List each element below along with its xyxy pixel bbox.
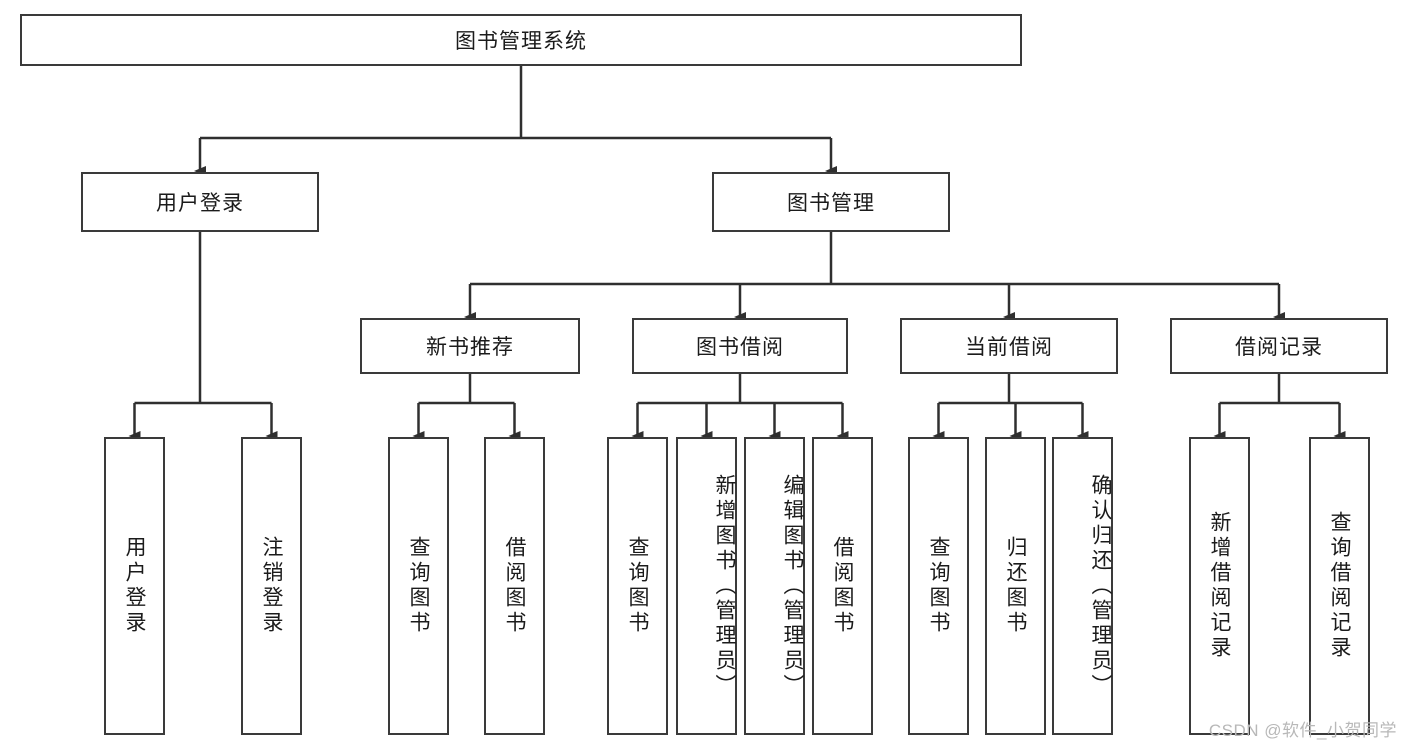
- node-leaf-borrow-add-book[interactable]: 新增图书（管理员）: [676, 437, 737, 735]
- node-label-leaf-borrow-add-book: 新增图书（管理员）: [713, 473, 736, 699]
- node-new-book-rec[interactable]: 新书推荐: [360, 318, 580, 374]
- node-label-leaf-user-logout: 注销登录: [260, 536, 283, 636]
- node-leaf-borrow-borrow-book[interactable]: 借阅图书: [812, 437, 873, 735]
- node-leaf-cur-query-book[interactable]: 查询图书: [908, 437, 969, 735]
- node-label-leaf-cur-return-book: 归还图书: [1004, 536, 1027, 636]
- node-label-leaf-cur-query-book: 查询图书: [927, 536, 950, 636]
- node-label-book-manage: 图书管理: [787, 192, 875, 215]
- node-label-current-borrow: 当前借阅: [965, 336, 1053, 359]
- node-label-new-book-rec: 新书推荐: [426, 336, 514, 359]
- node-label-leaf-rec-add-record: 新增借阅记录: [1208, 511, 1231, 661]
- node-label-leaf-cur-confirm-return: 确认归还（管理员）: [1089, 473, 1112, 699]
- node-label-leaf-borrow-borrow-book: 借阅图书: [831, 536, 854, 636]
- node-current-borrow[interactable]: 当前借阅: [900, 318, 1118, 374]
- node-leaf-borrow-edit-book[interactable]: 编辑图书（管理员）: [744, 437, 805, 735]
- csdn-watermark: CSDN @软件_小贺同学: [1208, 721, 1397, 740]
- node-leaf-borrow-query-book[interactable]: 查询图书: [607, 437, 668, 735]
- node-leaf-user-logout[interactable]: 注销登录: [241, 437, 302, 735]
- node-label-book-borrow: 图书借阅: [696, 336, 784, 359]
- node-label-borrow-record: 借阅记录: [1235, 336, 1323, 359]
- node-leaf-user-login[interactable]: 用户登录: [104, 437, 165, 735]
- node-book-borrow[interactable]: 图书借阅: [632, 318, 848, 374]
- node-leaf-rec-query-book[interactable]: 查询图书: [388, 437, 449, 735]
- node-label-leaf-rec-query-record: 查询借阅记录: [1328, 511, 1351, 661]
- node-borrow-record[interactable]: 借阅记录: [1170, 318, 1388, 374]
- node-label-leaf-rec-borrow-book: 借阅图书: [503, 536, 526, 636]
- node-label-leaf-borrow-query-book: 查询图书: [626, 536, 649, 636]
- node-leaf-cur-confirm-return[interactable]: 确认归还（管理员）: [1052, 437, 1113, 735]
- node-book-manage[interactable]: 图书管理: [712, 172, 950, 232]
- node-leaf-rec-query-record[interactable]: 查询借阅记录: [1309, 437, 1370, 735]
- node-user-login[interactable]: 用户登录: [81, 172, 319, 232]
- node-leaf-rec-borrow-book[interactable]: 借阅图书: [484, 437, 545, 735]
- node-leaf-cur-return-book[interactable]: 归还图书: [985, 437, 1046, 735]
- node-label-user-login: 用户登录: [156, 192, 244, 215]
- node-root[interactable]: 图书管理系统: [20, 14, 1022, 66]
- node-label-leaf-rec-query-book: 查询图书: [407, 536, 430, 636]
- node-label-root: 图书管理系统: [455, 30, 587, 53]
- node-label-leaf-user-login: 用户登录: [123, 536, 146, 636]
- node-label-leaf-borrow-edit-book: 编辑图书（管理员）: [781, 473, 804, 699]
- node-leaf-rec-add-record[interactable]: 新增借阅记录: [1189, 437, 1250, 735]
